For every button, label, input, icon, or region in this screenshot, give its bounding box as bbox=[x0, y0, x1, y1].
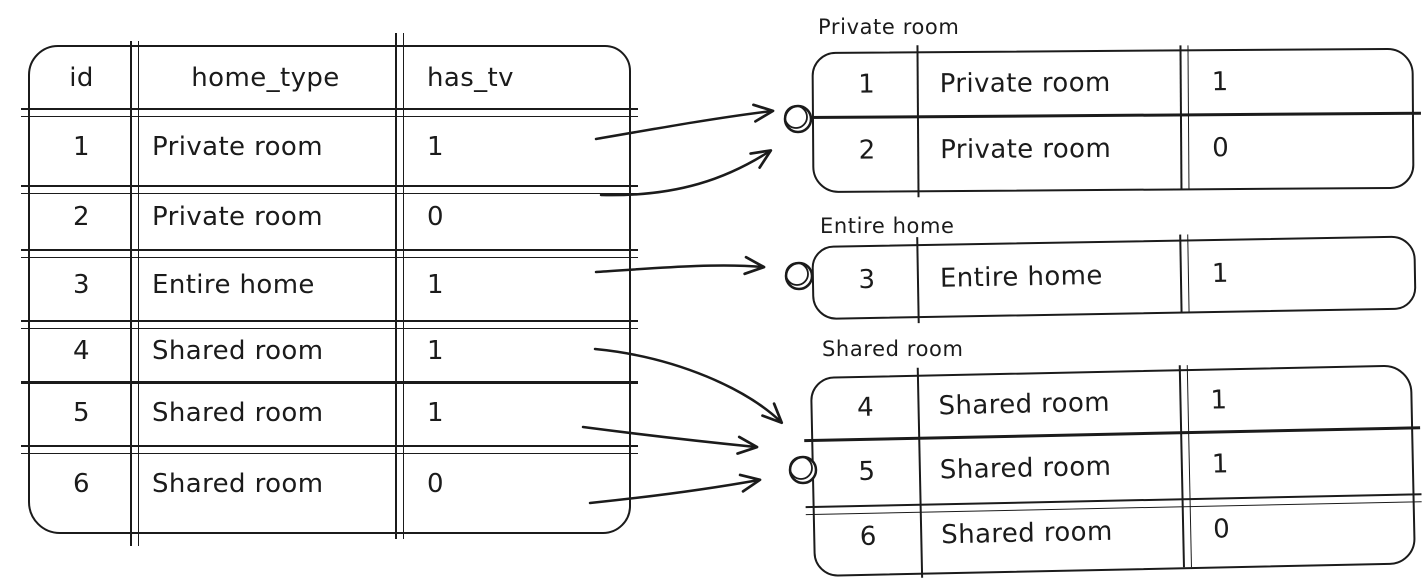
cell-has-tv: 0 bbox=[427, 202, 444, 232]
cell-has-tv: 1 bbox=[1211, 67, 1229, 98]
column-header-home-type: home_type bbox=[191, 62, 340, 93]
group-label-private-room: Private room bbox=[818, 15, 960, 39]
table-row: 4 Shared room 1 bbox=[30, 320, 629, 381]
group-table-private-room: 1 Private room 1 2 Private room 0 bbox=[804, 45, 1421, 198]
cell-home-type: Entire home bbox=[939, 260, 1103, 294]
header-row: id home_type has_tv bbox=[30, 47, 629, 108]
cell-has-tv: 1 bbox=[1211, 258, 1230, 290]
column-divider-id bbox=[130, 41, 139, 546]
header-divider bbox=[21, 108, 638, 117]
row-divider bbox=[21, 320, 638, 329]
source-table: id home_type has_tv 1 Private room 1 2 P… bbox=[21, 33, 638, 546]
table-row: 2 Private room 0 bbox=[814, 112, 1412, 186]
row-divider bbox=[21, 381, 638, 384]
table-row: 1 Private room 1 bbox=[814, 50, 1412, 116]
cell-id: 1 bbox=[858, 69, 876, 100]
cell-id: 3 bbox=[858, 264, 876, 296]
group-label-entire-home: Entire home bbox=[820, 214, 955, 238]
row-divider bbox=[21, 445, 638, 454]
cell-has-tv: 1 bbox=[427, 398, 444, 428]
cell-id: 6 bbox=[859, 521, 878, 553]
cell-home-type: Shared room bbox=[152, 335, 324, 366]
group-table-shared-room: 4 Shared room 1 5 Shared room 1 6 Shared… bbox=[804, 364, 1422, 578]
table-row: 6 Shared room 0 bbox=[30, 445, 629, 523]
cell-id: 4 bbox=[73, 335, 90, 366]
cell-home-type: Shared room bbox=[938, 387, 1111, 422]
cell-home-type: Private room bbox=[152, 202, 323, 232]
cell-home-type: Private room bbox=[939, 67, 1111, 100]
cell-id: 5 bbox=[858, 456, 876, 487]
column-header-id: id bbox=[69, 62, 94, 93]
table-row: 3 Entire home 1 bbox=[813, 237, 1414, 313]
group-label-shared-room: Shared room bbox=[822, 337, 964, 361]
cell-id: 5 bbox=[73, 398, 90, 428]
cell-has-tv: 1 bbox=[427, 131, 444, 162]
row-divider bbox=[21, 249, 638, 258]
cell-id: 2 bbox=[858, 135, 876, 166]
connector-knob-entire-home bbox=[784, 261, 814, 291]
cell-has-tv: 1 bbox=[427, 335, 444, 366]
cell-home-type: Shared room bbox=[152, 398, 324, 428]
cell-home-type: Shared room bbox=[940, 516, 1113, 551]
connector-knob-private-room bbox=[783, 104, 813, 134]
table-row: 3 Entire home 1 bbox=[30, 249, 629, 320]
table-row: 5 Shared room 1 bbox=[30, 381, 629, 445]
group-table-entire-home: 3 Entire home 1 bbox=[811, 234, 1417, 324]
cell-has-tv: 1 bbox=[427, 269, 444, 300]
table-row: 1 Private room 1 bbox=[30, 108, 629, 185]
table-row: 6 Shared room 0 bbox=[815, 493, 1414, 570]
cell-has-tv: 0 bbox=[1212, 514, 1231, 545]
cell-has-tv: 1 bbox=[1211, 448, 1230, 480]
cell-home-type: Shared room bbox=[152, 469, 324, 499]
table-row: 2 Private room 0 bbox=[30, 185, 629, 249]
row-divider bbox=[21, 185, 638, 194]
cell-has-tv: 1 bbox=[1210, 385, 1228, 416]
column-header-has-tv: has_tv bbox=[427, 62, 514, 93]
cell-id: 1 bbox=[73, 131, 90, 162]
table-row: 5 Shared room 1 bbox=[813, 426, 1412, 506]
column-divider-home-type bbox=[395, 33, 404, 539]
cell-id: 4 bbox=[856, 392, 875, 424]
cell-home-type: Entire home bbox=[152, 269, 315, 300]
cell-has-tv: 0 bbox=[1212, 133, 1230, 164]
cell-id: 3 bbox=[73, 269, 90, 300]
cell-home-type: Private room bbox=[940, 133, 1112, 166]
cell-has-tv: 0 bbox=[427, 469, 444, 499]
cell-home-type: Shared room bbox=[939, 451, 1112, 485]
cell-id: 6 bbox=[73, 469, 90, 499]
cell-home-type: Private room bbox=[152, 131, 323, 162]
cell-id: 2 bbox=[73, 202, 90, 232]
